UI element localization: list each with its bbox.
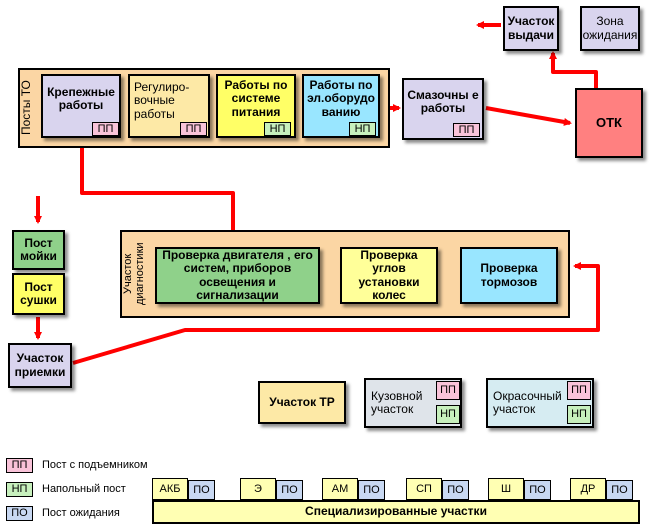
legend-np-text: Напольный пост: [42, 483, 126, 495]
drying-post[interactable]: Пост сушки: [12, 273, 65, 315]
legend-np-tag: НП: [6, 482, 33, 497]
waiting-zone[interactable]: Зона ожидания: [580, 6, 640, 51]
paint-shop-tag-top: ПП: [567, 381, 591, 400]
wheel-alignment-check[interactable]: Проверка углов установки колес: [340, 247, 438, 304]
brakes-label: Проверка тормозов: [480, 261, 538, 289]
arrow-otk-to-issue: [549, 51, 598, 88]
legend-pp-text: Пост с подъемником: [42, 459, 148, 471]
brakes-check[interactable]: Проверка тормозов: [460, 247, 558, 304]
engine-check-label: Проверка двигателя , его систем, приборо…: [162, 247, 313, 302]
body-shop-tag-bottom: НП: [436, 405, 460, 424]
waiting-zone-label: Зона ожидания: [582, 14, 638, 42]
drying-label: Пост сушки: [20, 279, 57, 307]
post-electrical-tag: НП: [349, 122, 376, 136]
washing-label: Пост мойки: [20, 235, 57, 263]
post-fastening[interactable]: Крепежные работы: [41, 74, 121, 138]
spec-dr[interactable]: ДР: [570, 478, 606, 500]
issue-area[interactable]: Участок выдачи: [503, 6, 559, 51]
spec-sh-po: ПО: [524, 480, 551, 500]
spec-sp[interactable]: СП: [406, 478, 442, 500]
engine-check[interactable]: Проверка двигателя , его систем, приборо…: [155, 247, 320, 304]
spec-sp-po: ПО: [442, 480, 469, 500]
issue-label: Участок выдачи: [507, 14, 555, 42]
lubrication-post[interactable]: Смазочны е работы: [402, 78, 484, 140]
spec-akb-po: ПО: [188, 480, 215, 500]
post-fastening-tag: ПП: [92, 122, 119, 136]
diagnostics-label: Участок диагностики: [122, 242, 147, 306]
paint-shop-tag-bottom: НП: [567, 405, 591, 424]
post-adjustment-tag: ПП: [180, 122, 207, 136]
post-adjustment-label: Регулиро-вочные работы: [134, 79, 190, 121]
post-electrical-label: Работы по эл.оборудо ванию: [307, 77, 375, 119]
tr-area[interactable]: Участок ТР: [258, 381, 346, 424]
wheel-alignment-label: Проверка углов установки колес: [358, 247, 420, 302]
post-fastening-label: Крепежные работы: [47, 84, 115, 112]
specialized-label: Специализированные участки: [305, 504, 487, 519]
reception-area[interactable]: Участок приемки: [8, 343, 72, 388]
lubrication-label: Смазочны е работы: [407, 87, 479, 115]
spec-e-po: ПО: [276, 480, 303, 500]
paint-shop-label: Окрасочный участок: [493, 388, 562, 416]
tr-label: Участок ТР: [269, 394, 335, 409]
spec-dr-po: ПО: [606, 480, 633, 500]
post-fuel-system[interactable]: Работы по системе питания: [216, 74, 296, 138]
posts-to-label: Посты ТО: [19, 80, 33, 136]
post-fuel-system-label: Работы по системе питания: [224, 77, 288, 119]
body-shop-tag-top: ПП: [436, 381, 460, 400]
spec-am[interactable]: АМ: [322, 478, 358, 500]
specialized-bar: Специализированные участки: [152, 500, 640, 524]
post-electrical[interactable]: Работы по эл.оборудо ванию: [302, 74, 380, 138]
spec-e[interactable]: Э: [240, 478, 276, 500]
legend-pp-tag: ПП: [6, 458, 33, 473]
reception-label: Участок приемки: [14, 351, 66, 379]
legend-po-tag: ПО: [6, 506, 33, 521]
arrow-lubrication-to-otk: [485, 106, 572, 126]
post-fuel-system-tag: НП: [264, 122, 291, 136]
spec-am-po: ПО: [358, 480, 385, 500]
otk-box[interactable]: ОТК: [575, 88, 643, 158]
spec-sh[interactable]: Ш: [488, 478, 524, 500]
spec-akb[interactable]: АКБ: [152, 478, 188, 500]
body-shop-label: Кузовной участок: [371, 388, 423, 416]
lubrication-tag: ПП: [453, 123, 480, 137]
washing-post[interactable]: Пост мойки: [12, 230, 65, 270]
otk-label: ОТК: [596, 114, 622, 130]
legend-po-text: Пост ожидания: [42, 507, 120, 519]
